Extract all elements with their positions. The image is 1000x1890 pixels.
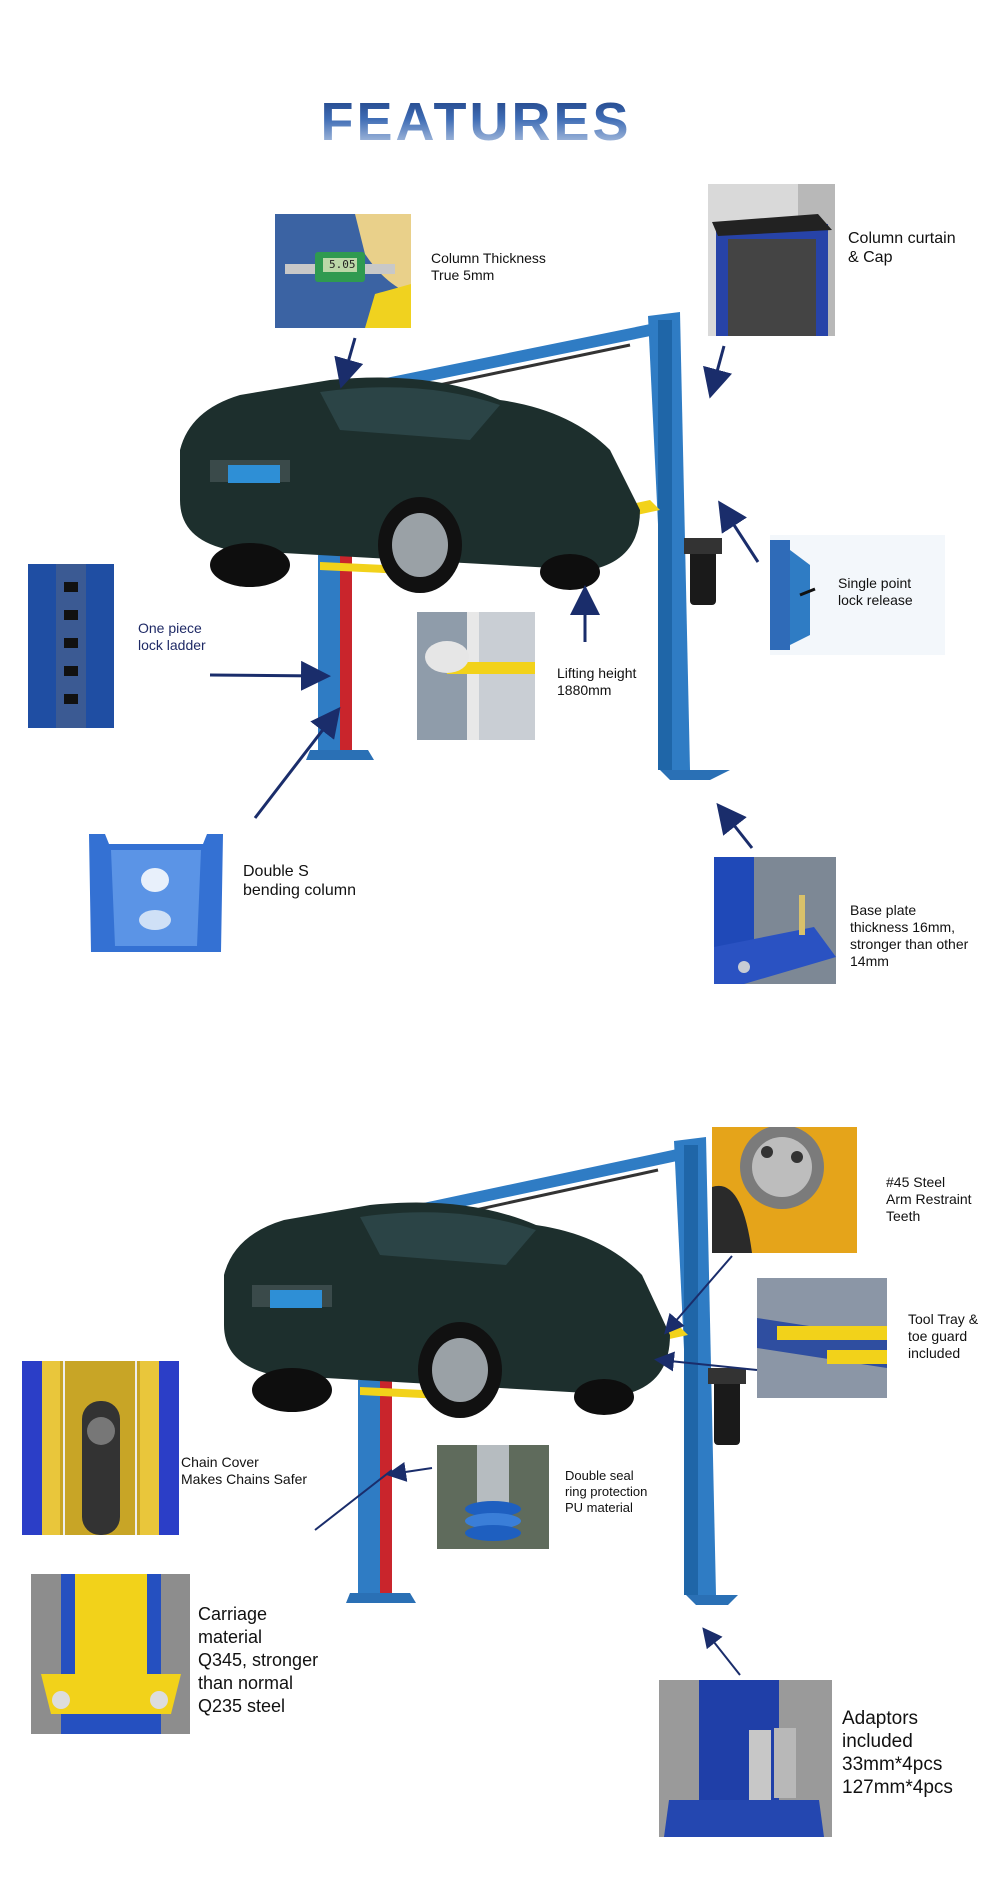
- label-double-s: Double S bending column: [243, 863, 356, 899]
- label-lifting-height: Lifting height 1880mm: [557, 665, 637, 698]
- adaptors-image: [659, 1680, 832, 1837]
- label-tool-tray: Tool Tray & toe guard included: [908, 1311, 979, 1361]
- lock-ladder-image: [28, 564, 114, 728]
- label-one-piece: One piece lock ladder: [138, 620, 206, 653]
- caliper-image: 5.05: [275, 214, 411, 328]
- lift-illustration-2: [224, 1137, 746, 1605]
- arrow-chain-cover: [314, 1469, 393, 1531]
- arrow-column-thickness: [334, 337, 364, 389]
- label-single-point: Single point lock release: [838, 575, 913, 608]
- arrow-base-plate: [716, 802, 754, 849]
- arrow-adaptors: [702, 1627, 741, 1676]
- lift-illustration-1: [180, 312, 730, 780]
- label-column-thickness: Column Thickness True 5mm: [431, 250, 546, 283]
- chain-cover-image: [22, 1361, 179, 1535]
- label-chain-cover: Chain Cover Makes Chains Safer: [181, 1454, 308, 1487]
- lifting-height-image: [417, 612, 535, 740]
- label-column-curtain: Column curtain & Cap: [848, 230, 956, 266]
- label-steel-teeth: #45 Steel Arm Restraint Teeth: [886, 1174, 972, 1224]
- arrow-single-point: [718, 500, 760, 563]
- callout-arrows-2: [314, 1255, 758, 1676]
- carriage-image: [31, 1574, 190, 1734]
- arrow-double-s: [253, 706, 341, 819]
- tool-tray-image: [757, 1278, 887, 1398]
- label-carriage: Carriage material Q345, stronger than no…: [198, 1604, 319, 1716]
- column-cap-image: [708, 184, 835, 336]
- page-title: FEATURES: [320, 92, 632, 152]
- label-base-plate: Base plate thickness 16mm, stronger than…: [850, 902, 969, 969]
- steel-teeth-image: [712, 1127, 857, 1253]
- arrow-column-curtain: [703, 345, 732, 399]
- arrow-double-seal: [386, 1462, 433, 1482]
- label-adaptors: Adaptors included 33mm*4pcs 127mm*4pcs: [842, 1708, 953, 1798]
- arrow-steel-teeth: [664, 1255, 733, 1335]
- double-s-column-image: [85, 830, 227, 956]
- callout-arrows-1: [209, 337, 760, 849]
- arrow-tool-tray: [654, 1351, 758, 1372]
- double-seal-image: [437, 1445, 549, 1549]
- label-double-seal: Double seal ring protection PU material: [565, 1468, 648, 1515]
- caliper-reading: 5.05: [329, 258, 356, 271]
- lock-release-image: [770, 535, 945, 655]
- base-plate-image: [714, 857, 836, 984]
- arrow-lock-ladder: [209, 660, 331, 691]
